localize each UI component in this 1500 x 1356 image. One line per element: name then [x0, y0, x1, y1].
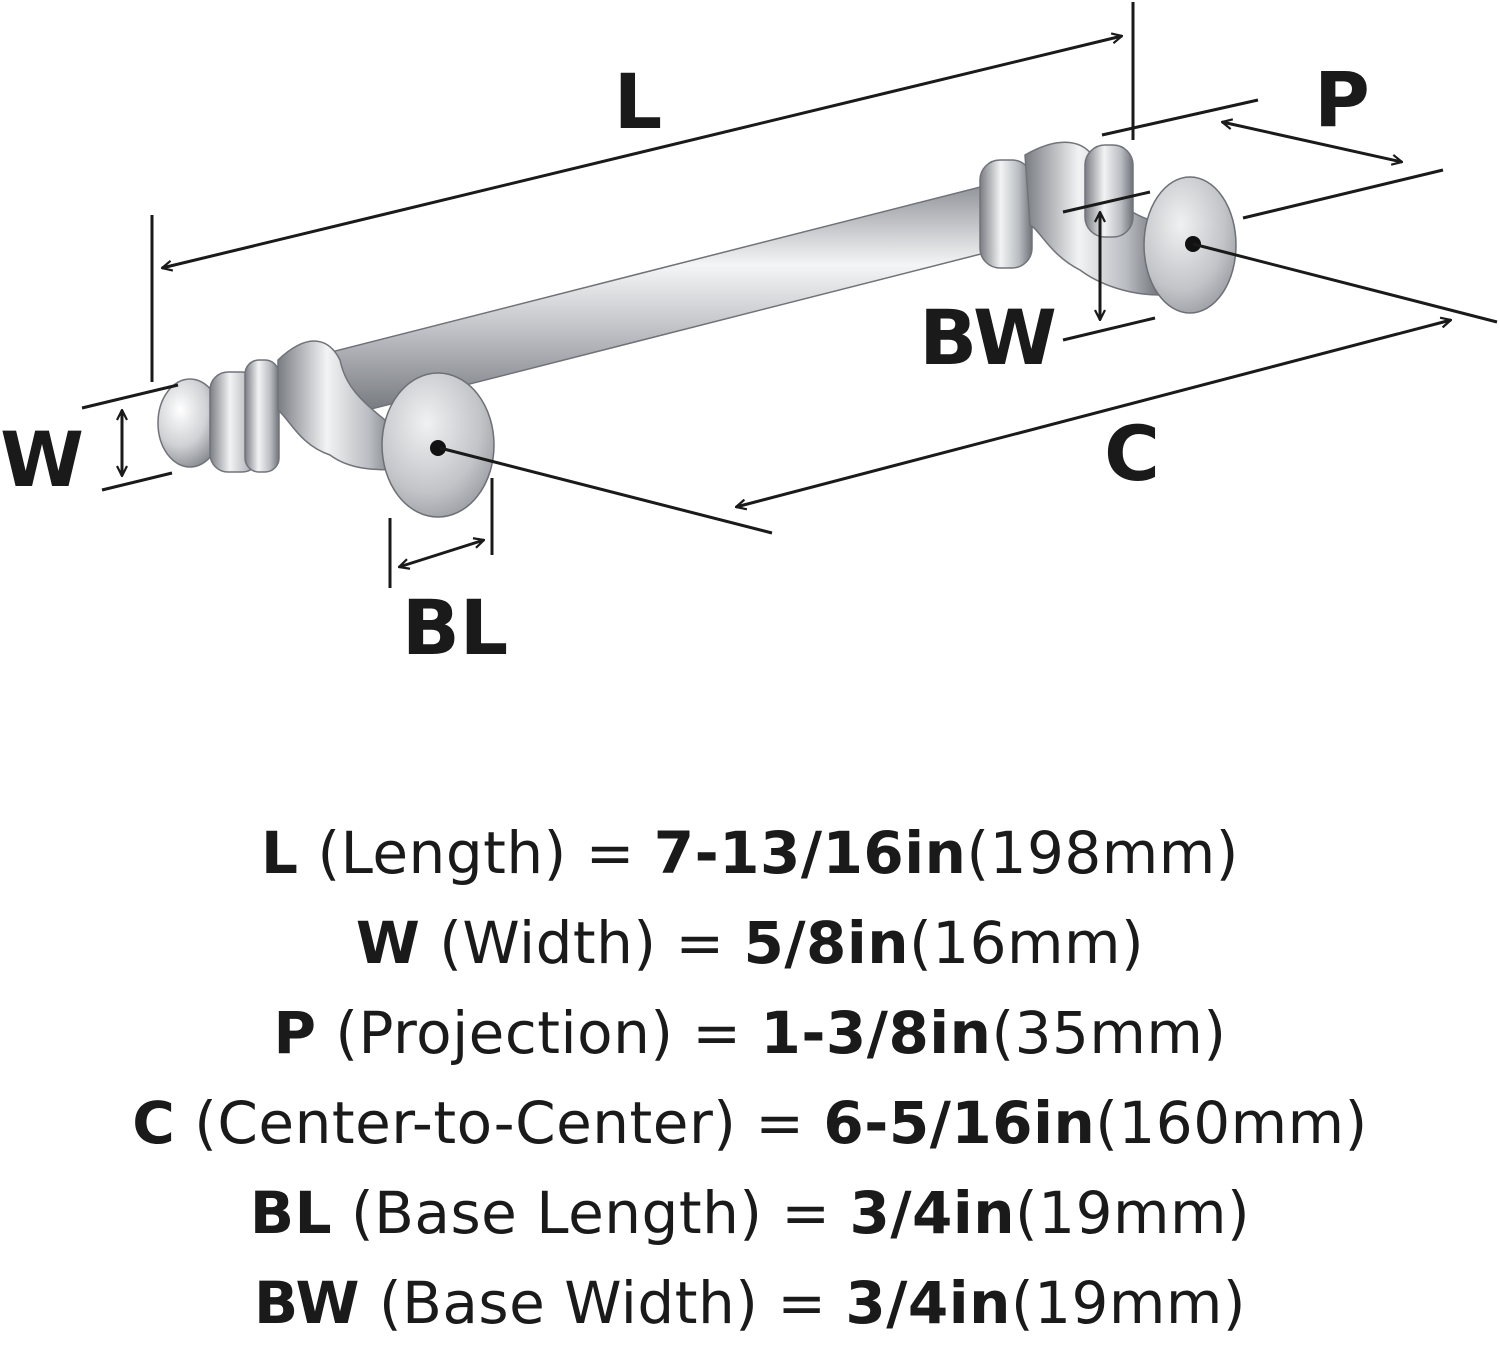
- spec-equals: =: [585, 819, 635, 887]
- l-dimension-arrow: [162, 36, 1122, 268]
- spec-equals: =: [675, 909, 725, 977]
- spec-code: BW: [253, 1269, 360, 1337]
- label-bl: BL: [402, 583, 508, 672]
- spec-code: P: [273, 999, 317, 1067]
- spec-inch-value: 5/8in: [743, 909, 910, 977]
- label-l: L: [614, 57, 662, 146]
- pull-handle-diagram: L P W BW C BL: [0, 2, 1498, 672]
- spec-row-base-width: BW (Base Width) = 3/4in(19mm): [0, 1258, 1500, 1348]
- bl-dimension-arrow: [399, 540, 484, 567]
- right-ring: [979, 159, 1033, 269]
- p-extension-bottom: [1242, 168, 1444, 220]
- c-extension-right: [1192, 242, 1498, 324]
- c-extension-left: [439, 446, 773, 535]
- left-ring: [244, 359, 280, 473]
- w-extension-bottom: [101, 471, 173, 492]
- label-c: C: [1104, 409, 1160, 498]
- label-w: W: [0, 415, 84, 504]
- spec-row-base-length: BL (Base Length) = 3/4in(19mm): [0, 1168, 1500, 1258]
- spec-inch-value: 3/4in: [849, 1179, 1016, 1247]
- spec-name: (Base Length): [351, 1179, 763, 1247]
- spec-mm-value: (198mm): [966, 819, 1239, 887]
- spec-row-projection: P (Projection) = 1-3/8in(35mm): [0, 988, 1500, 1078]
- spec-row-center-to-center: C (Center-to-Center) = 6-5/16in(160mm): [0, 1078, 1500, 1168]
- w-extension-top: [81, 383, 179, 410]
- spec-equals: =: [781, 1179, 831, 1247]
- dimension-spec-list: L (Length) = 7-13/16in(198mm) W (Width) …: [0, 808, 1500, 1348]
- label-p: P: [1314, 55, 1370, 144]
- spec-code: BL: [249, 1179, 333, 1247]
- spec-mm-value: (160mm): [1095, 1089, 1368, 1157]
- spec-name: (Center-to-Center): [194, 1089, 737, 1157]
- c-dimension-arrow: [736, 320, 1451, 507]
- p-extension-top: [1101, 98, 1259, 137]
- spec-code: C: [132, 1089, 176, 1157]
- bw-extension-top: [1062, 190, 1151, 214]
- label-bw: BW: [919, 293, 1057, 382]
- spec-name: (Width): [439, 909, 657, 977]
- spec-name: (Base Width): [378, 1269, 759, 1337]
- spec-inch-value: 7-13/16in: [653, 819, 967, 887]
- bw-extension-bottom: [1062, 316, 1156, 342]
- spec-mm-value: (35mm): [991, 999, 1227, 1067]
- spec-mm-value: (16mm): [909, 909, 1145, 977]
- spec-code: W: [355, 909, 421, 977]
- spec-inch-value: 6-5/16in: [823, 1089, 1096, 1157]
- left-screw-hole: [430, 440, 446, 456]
- spec-row-length: L (Length) = 7-13/16in(198mm): [0, 808, 1500, 898]
- spec-name: (Projection): [335, 999, 674, 1067]
- spec-mm-value: (19mm): [1010, 1269, 1246, 1337]
- p-dimension-arrow: [1222, 122, 1402, 162]
- spec-row-width: W (Width) = 5/8in(16mm): [0, 898, 1500, 988]
- spec-equals: =: [755, 1089, 805, 1157]
- handle-illustration: [157, 141, 1237, 518]
- spec-name: (Length): [317, 819, 567, 887]
- right-outer-ring: [1084, 144, 1134, 238]
- dimension-lines: [81, 2, 1498, 588]
- spec-equals: =: [692, 999, 742, 1067]
- spec-inch-value: 1-3/8in: [760, 999, 992, 1067]
- spec-equals: =: [777, 1269, 827, 1337]
- spec-mm-value: (19mm): [1015, 1179, 1251, 1247]
- spec-code: L: [261, 819, 299, 887]
- spec-inch-value: 3/4in: [845, 1269, 1011, 1337]
